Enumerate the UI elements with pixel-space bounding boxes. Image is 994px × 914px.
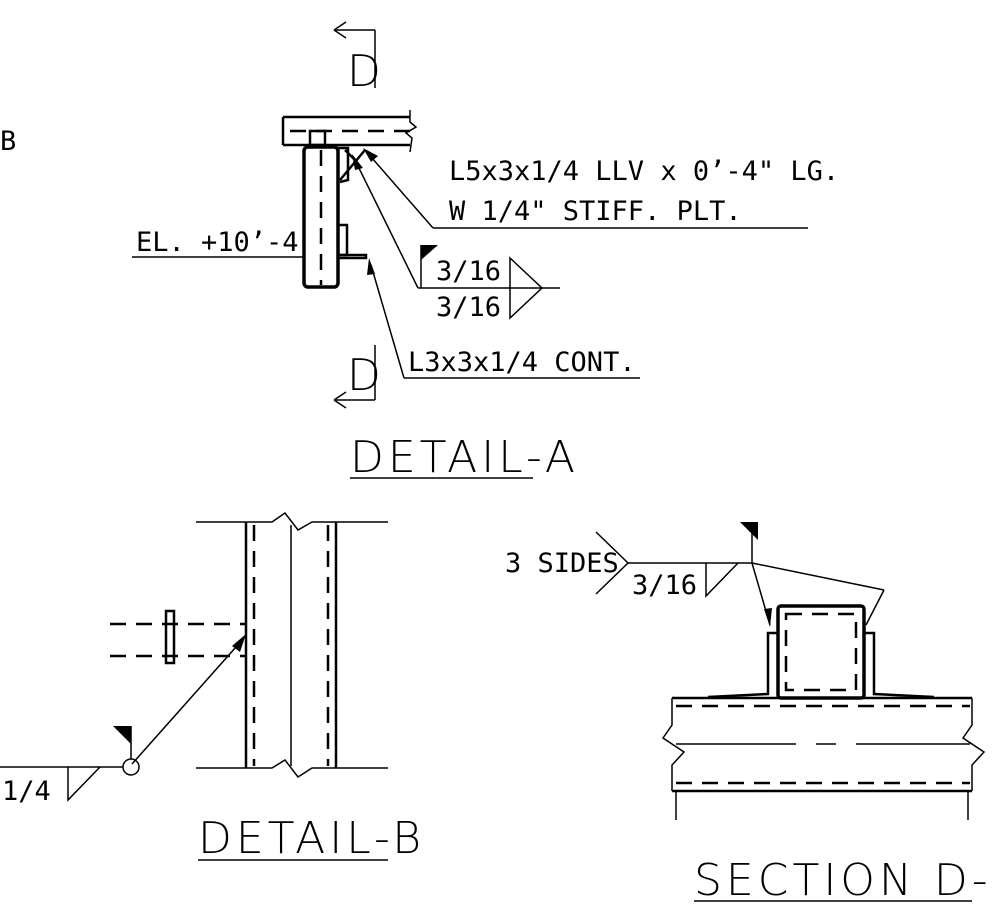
- weld-symbol-d: 3 SIDES 3/16: [505, 522, 885, 627]
- section-d: 3 SIDES 3/16: [505, 522, 994, 906]
- cont-note-leader: [367, 258, 640, 379]
- weld-size-b: 1/4: [2, 776, 51, 807]
- section-cut-bottom: D: [333, 345, 381, 409]
- column-bottom-break: [196, 759, 388, 779]
- section-cut-top: D: [333, 21, 381, 97]
- weld-symbol-b: 1/4: [0, 634, 246, 807]
- weld-tail-label: 3 SIDES: [505, 548, 619, 579]
- detail-b-title: DETAIL-B: [198, 813, 425, 864]
- angle-note-line2: W 1/4" STIFF. PLT.: [449, 196, 742, 227]
- weld-size-d: 3/16: [632, 570, 697, 601]
- weld-size-top: 3/16: [436, 256, 501, 287]
- cut-label-top: D: [347, 46, 381, 97]
- cont-angle-note: L3x3x1/4 CONT.: [408, 347, 636, 378]
- incoming-beam: [110, 609, 246, 665]
- angle-clip: [338, 146, 368, 260]
- column: [244, 522, 338, 768]
- column-top-break: [196, 511, 388, 531]
- detail-b: 1/4 DETAIL-B: [0, 511, 425, 864]
- weld-size-bottom: 3/16: [436, 292, 501, 323]
- bolt-head: [308, 129, 327, 147]
- stray-label-b: B: [0, 126, 16, 157]
- tube-section: [707, 604, 935, 700]
- section-d-title: SECTION D-D: [694, 855, 994, 906]
- top-beam: [281, 110, 418, 153]
- elevation-label: EL. +10’-4: [136, 227, 299, 258]
- angle-note-line1: L5x3x1/4 LLV x 0’-4" LG.: [449, 156, 839, 187]
- weld-symbol-a: 3/16 3/16: [352, 154, 560, 323]
- cut-label-bottom: D: [347, 350, 381, 401]
- tube-member: [302, 145, 340, 289]
- angle-note-leader: [363, 148, 808, 229]
- beam-section: [661, 696, 986, 820]
- detail-a-title: DETAIL-A: [350, 432, 579, 483]
- detail-a: B D: [0, 21, 839, 483]
